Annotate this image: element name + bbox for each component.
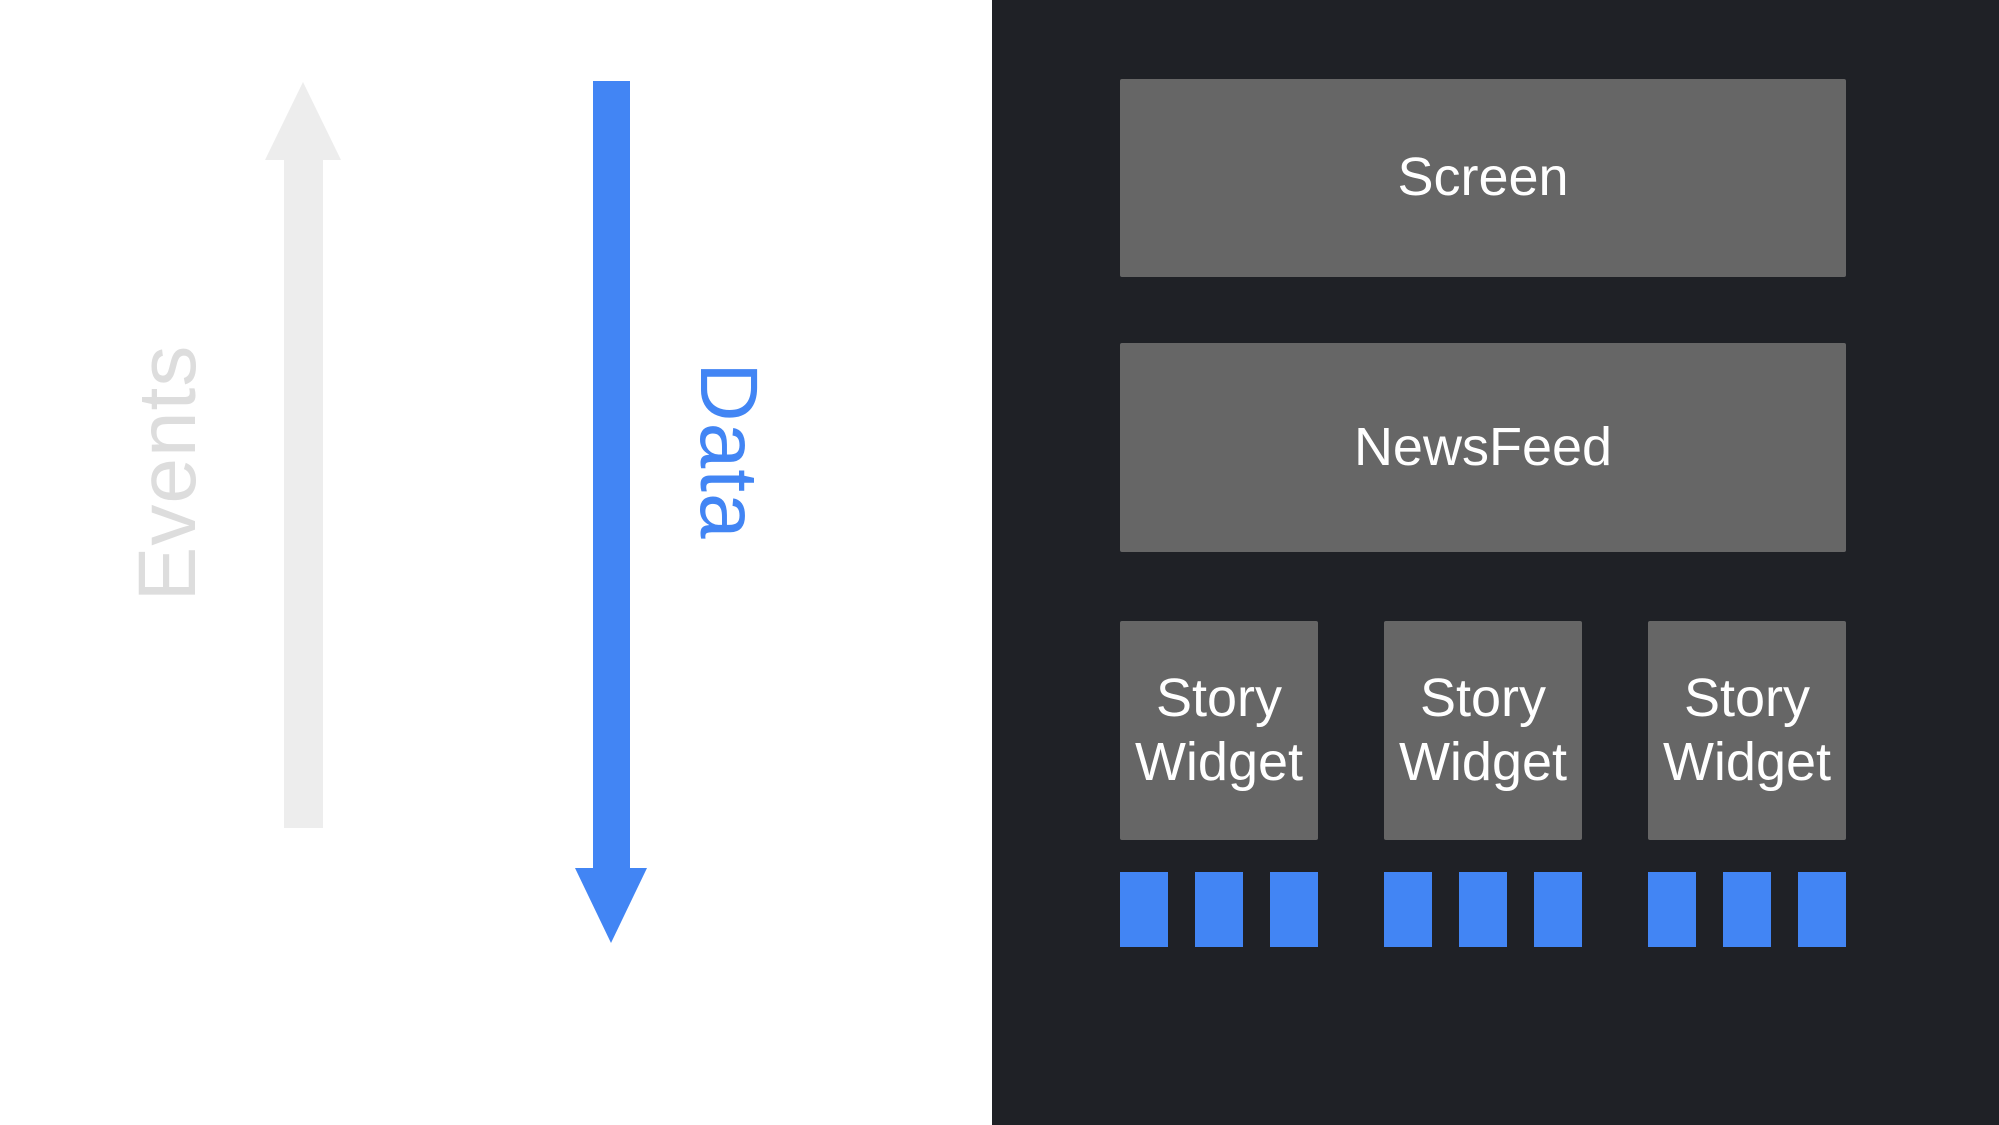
data-label: Data bbox=[683, 362, 774, 540]
flow-annotation-panel: Events Data bbox=[0, 0, 992, 1125]
story-widget-label: Story Widget bbox=[1398, 667, 1568, 792]
story-item-block bbox=[1195, 872, 1243, 947]
story-item-block bbox=[1648, 872, 1696, 947]
story-widget-label: Story Widget bbox=[1662, 667, 1832, 792]
data-arrow-shaft bbox=[593, 81, 630, 870]
events-arrow-shaft bbox=[284, 158, 323, 828]
events-label: Events bbox=[122, 344, 213, 602]
events-arrowhead bbox=[265, 82, 341, 160]
newsfeed-node-label: NewsFeed bbox=[1353, 416, 1613, 477]
story-widget-node: Story Widget bbox=[1120, 621, 1318, 840]
screen-node: Screen bbox=[1120, 79, 1846, 277]
story-widget-node: Story Widget bbox=[1648, 621, 1846, 840]
story-item-block bbox=[1270, 872, 1318, 947]
newsfeed-node: NewsFeed bbox=[1120, 343, 1846, 552]
story-item-block bbox=[1120, 872, 1168, 947]
story-item-block bbox=[1723, 872, 1771, 947]
story-item-block bbox=[1534, 872, 1582, 947]
story-widget-node: Story Widget bbox=[1384, 621, 1582, 840]
story-item-block bbox=[1459, 872, 1507, 947]
data-arrowhead bbox=[575, 868, 647, 943]
story-item-block bbox=[1798, 872, 1846, 947]
story-widget-label: Story Widget bbox=[1134, 667, 1304, 792]
story-item-block bbox=[1384, 872, 1432, 947]
screen-node-label: Screen bbox=[1397, 147, 1569, 208]
